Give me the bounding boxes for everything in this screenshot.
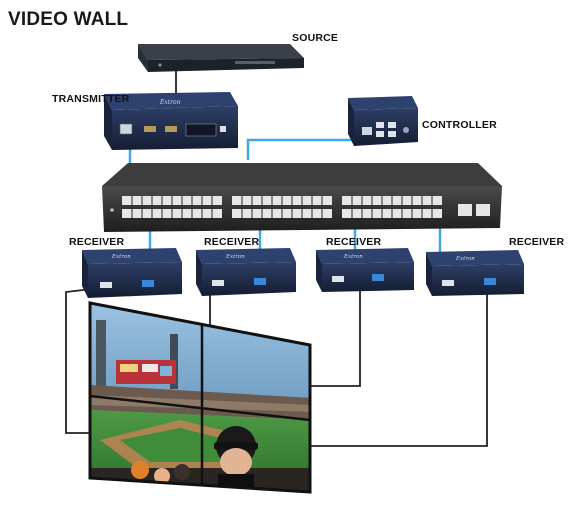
label-receiver-4: RECEIVER <box>509 236 564 248</box>
receiver-device-4: Extron <box>426 250 524 296</box>
svg-text:Extron: Extron <box>111 254 131 260</box>
svg-text:Extron: Extron <box>225 254 245 260</box>
cable-controller-switch <box>248 140 355 160</box>
cable-receiver-3-wall <box>310 282 360 386</box>
label-receiver-3: RECEIVER <box>326 236 381 248</box>
svg-text:Extron: Extron <box>159 99 181 106</box>
svg-text:Extron: Extron <box>343 254 363 260</box>
label-controller: CONTROLLER <box>422 119 497 131</box>
network-switch <box>102 163 502 232</box>
label-source: SOURCE <box>292 32 338 44</box>
receiver-device-1: Extron <box>82 248 182 298</box>
receiver-device-2: Extron <box>196 248 296 296</box>
label-receiver-1: RECEIVER <box>69 236 124 248</box>
cable-receiver-4-wall <box>310 290 487 446</box>
video-wall <box>90 300 312 498</box>
label-receiver-2: RECEIVER <box>204 236 259 248</box>
receiver-device-3: Extron <box>316 248 414 292</box>
label-transmitter: TRANSMITTER <box>52 93 129 105</box>
controller-device <box>348 96 418 146</box>
svg-text:Extron: Extron <box>455 256 475 262</box>
source-device <box>138 44 304 72</box>
